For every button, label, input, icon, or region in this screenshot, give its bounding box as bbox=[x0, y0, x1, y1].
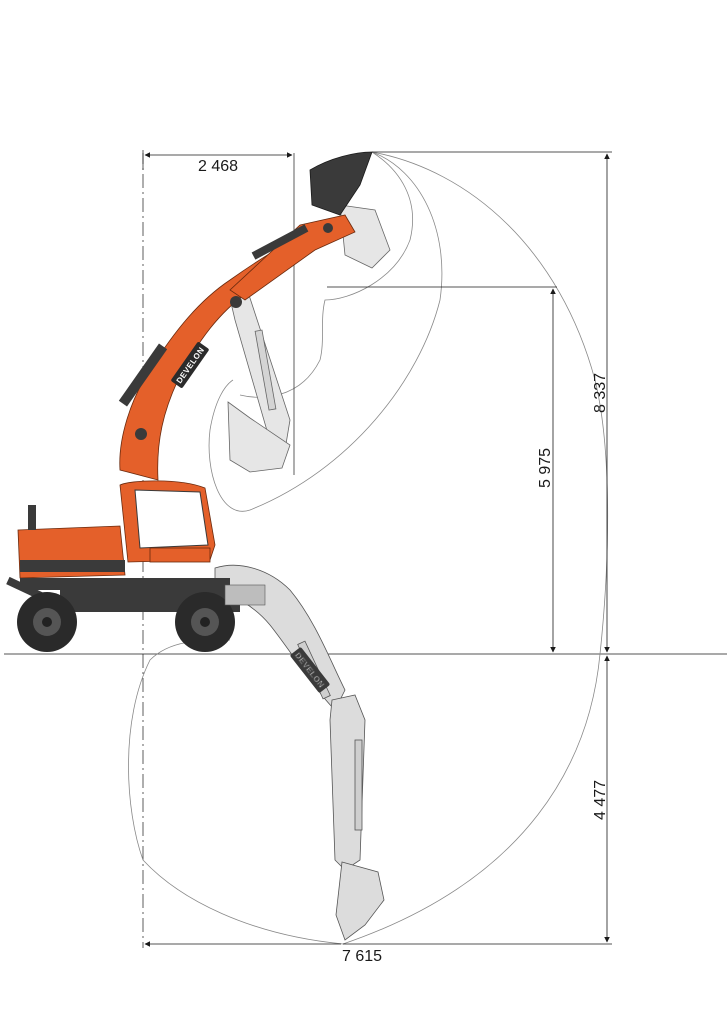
orange-bucket-dark bbox=[309, 151, 373, 216]
dimension-max-cutting-height: 8 337 bbox=[372, 151, 612, 653]
working-range-envelope bbox=[128, 151, 609, 945]
dimension-max-reach-ground: 7 615 bbox=[144, 941, 382, 965]
upper-grey-attachment bbox=[227, 204, 391, 473]
lower-arm-cylinder bbox=[354, 739, 363, 831]
max-digging-depth-label: 4 477 bbox=[592, 780, 609, 820]
grey-arm-cylinder bbox=[254, 329, 277, 411]
orange-arm bbox=[229, 214, 356, 301]
boom-cylinder bbox=[118, 343, 168, 407]
max-cutting-height-label: 8 337 bbox=[592, 373, 609, 413]
cab-window bbox=[134, 489, 209, 549]
arm-cylinder bbox=[251, 224, 309, 260]
grey-bucket-curled bbox=[227, 401, 291, 473]
turntable bbox=[20, 578, 230, 590]
lower-attachment: DEVELON bbox=[214, 564, 385, 941]
undercarriage bbox=[6, 576, 266, 652]
max-reach-ground-label: 7 615 bbox=[342, 948, 382, 965]
orange-boom: DEVELON bbox=[118, 151, 373, 481]
dimension-max-dump-height: 5 975 bbox=[327, 286, 557, 653]
lower-bucket bbox=[335, 861, 385, 941]
max-dump-height-label: 5 975 bbox=[537, 448, 554, 488]
upper-structure bbox=[17, 480, 230, 590]
min-swing-radius-label: 2 468 bbox=[198, 158, 238, 175]
grey-bucket-dump bbox=[339, 204, 391, 269]
dimension-max-digging-depth: 4 477 bbox=[343, 655, 612, 945]
dimension-min-swing-radius: 2 468 bbox=[142, 152, 295, 475]
exhaust bbox=[28, 505, 36, 530]
